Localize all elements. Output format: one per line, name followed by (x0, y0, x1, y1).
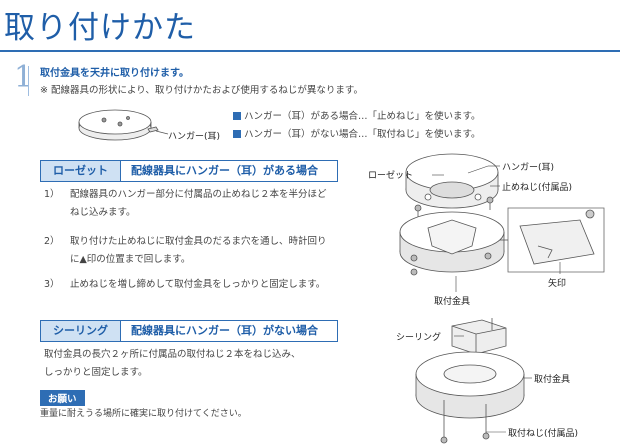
ceiling-instruction: 取付金具の長穴２ヶ所に付属品の取付ねじ２本をねじ込み、 しっかりと固定します。 (44, 349, 301, 378)
step-note: ※ 配線器具の形状により、取り付けかたおよび使用するねじが異なります。 (40, 85, 363, 96)
arrow-mark-label: 矢印 (548, 279, 567, 289)
bullet-square-icon (233, 112, 241, 120)
title-rule (0, 50, 620, 52)
bullet-square-icon (233, 130, 241, 138)
caution-badge: お願い (40, 390, 85, 406)
section-header-ceiling: シーリング 配線器具にハンガー（耳）がない場合 (40, 320, 338, 342)
rosette-label: ローゼット (368, 171, 414, 181)
caution-text: 重量に耐えうる場所に確実に取り付けてください。 (40, 409, 247, 419)
ceiling-fixture-illustration (415, 318, 525, 444)
legend-item: ハンガー（耳）がない場合…「取付ねじ」を使います。 (233, 126, 481, 140)
step-divider (28, 66, 29, 96)
section-tag: シーリング (41, 321, 121, 341)
hanger-label: ハンガー(耳) (502, 163, 555, 173)
leader-lines (432, 165, 561, 433)
section-heading: 配線器具にハンガー（耳）がない場合 (131, 324, 318, 337)
bracket-label: 取付金具 (434, 297, 471, 307)
instruction-step: 3）止めねじを増し締めして取付金具をしっかりと固定します。 (44, 279, 326, 290)
intro-fixture-illustration (78, 109, 169, 141)
mount-screw-label: 取付ねじ(付属品) (508, 429, 579, 439)
ceiling-label: シーリング (396, 333, 442, 343)
instruction-step: 2）取り付けた止めねじに取付金具のだるま穴を通し、時計回り に▲印の位置まで回し… (44, 236, 327, 265)
rosette-fixture-illustration (399, 153, 605, 276)
section-header-rosette: ローゼット 配線器具にハンガー（耳）がある場合 (40, 160, 338, 182)
section-heading: 配線器具にハンガー（耳）がある場合 (131, 164, 318, 177)
step-heading: 取付金具を天井に取り付けます。 (40, 68, 189, 79)
stop-screw-label: 止めねじ(付属品) (502, 183, 573, 193)
section-tag: ローゼット (41, 161, 121, 181)
page-title: 取り付けかた (4, 10, 196, 46)
instruction-step: 1）配線器具のハンガー部分に付属品の止めねじ２本を半分ほど ねじ込みます。 (44, 189, 327, 218)
bracket-label: 取付金具 (534, 375, 571, 385)
hanger-label: ハンガー(耳) (168, 132, 221, 142)
legend-item: ハンガー（耳）がある場合…「止めねじ」を使います。 (233, 108, 481, 122)
